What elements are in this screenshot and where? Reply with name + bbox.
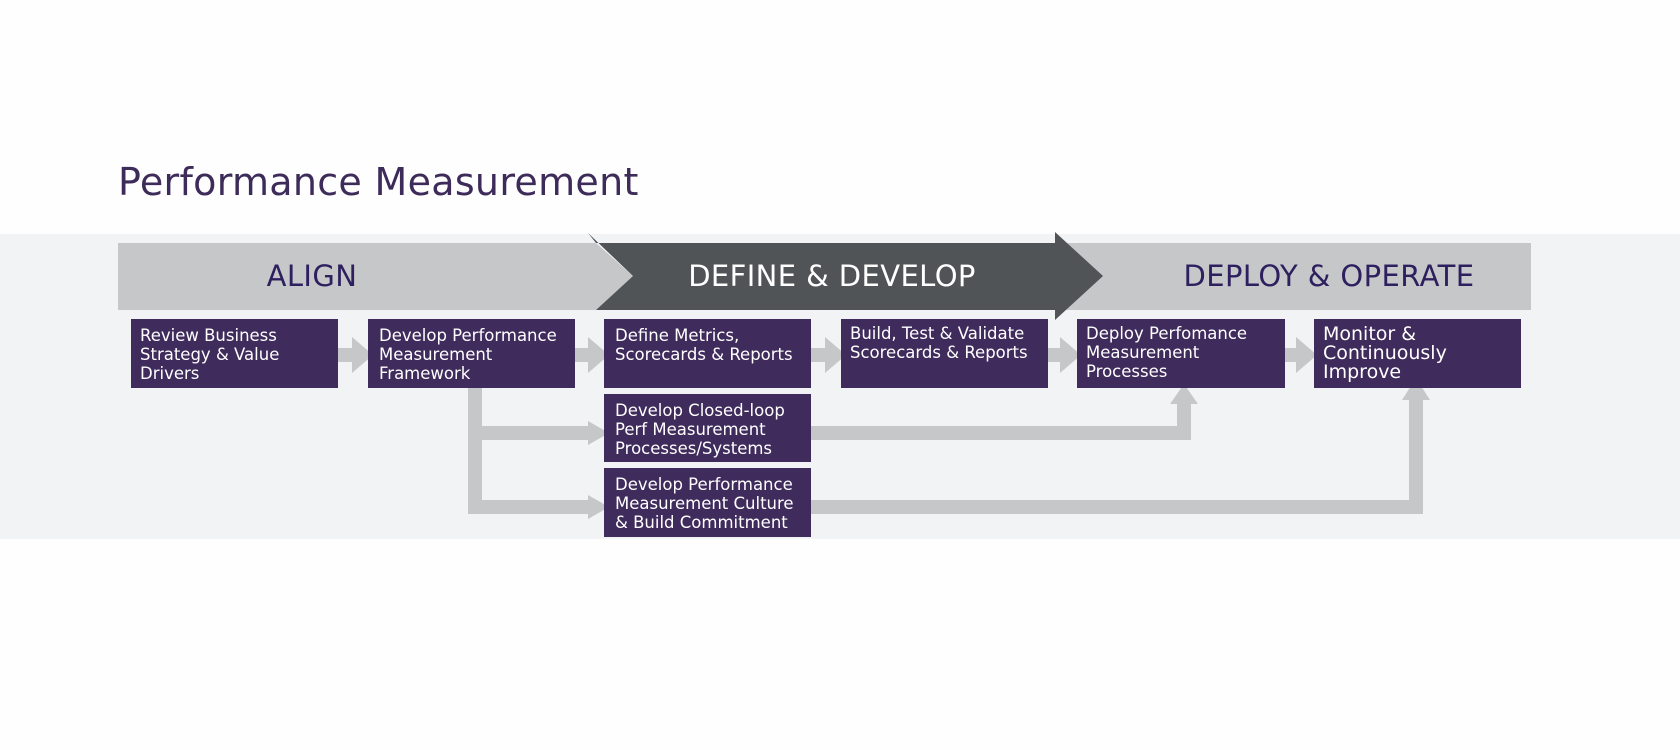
phase-deploy-label: DEPLOY & OPERATE	[1183, 259, 1475, 293]
arrow-up-to-deploy	[1170, 384, 1198, 404]
step-culture-commitment: Develop Performance Measurement Culture …	[604, 468, 811, 537]
phase-deploy-chevron	[1060, 243, 1531, 310]
arrow-review-to-framework	[338, 337, 373, 373]
arrow-framework-to-metrics	[575, 337, 609, 373]
connector-monitor-riser	[1409, 398, 1423, 514]
step-build-test-validate: Build, Test & Validate Scorecards & Repo…	[841, 319, 1048, 388]
page-title: Performance Measurement	[118, 160, 639, 204]
step-monitor-improve: Monitor & Continuously Improve	[1314, 319, 1521, 388]
arrow-up-to-monitor	[1402, 378, 1430, 400]
step-closed-loop-systems: Develop Closed-loop Perf Measurement Pro…	[604, 394, 811, 462]
arrow-to-culture	[588, 495, 609, 519]
connector-culture-to-monitor	[811, 500, 1423, 514]
connector-deploy-riser	[1177, 404, 1191, 440]
arrow-metrics-to-build	[811, 337, 846, 373]
phase-align-chevron	[118, 243, 633, 310]
phase-define-chevron	[588, 232, 1103, 320]
connector-closed-loop-to-deploy	[811, 426, 1191, 440]
connector-branch-closed-loop	[468, 426, 589, 440]
step-deploy-processes: Deploy Perfomance Measurement Processes	[1077, 319, 1285, 388]
phase-define-label: DEFINE & DEVELOP	[688, 259, 976, 293]
arrow-to-closed-loop	[588, 421, 609, 445]
step-develop-framework: Develop Performance Measurement Framewor…	[368, 319, 575, 388]
arrow-deploy-to-monitor	[1285, 337, 1317, 373]
connector-branch-culture	[468, 500, 589, 514]
step-define-metrics: Define Metrics, Scorecards & Reports	[604, 319, 811, 388]
arrow-build-to-deploy	[1048, 337, 1081, 373]
phase-align-label: ALIGN	[266, 259, 358, 293]
step-review-business-strategy: Review Business Strategy & Value Drivers	[131, 319, 338, 388]
connector-framework-trunk	[468, 388, 482, 514]
